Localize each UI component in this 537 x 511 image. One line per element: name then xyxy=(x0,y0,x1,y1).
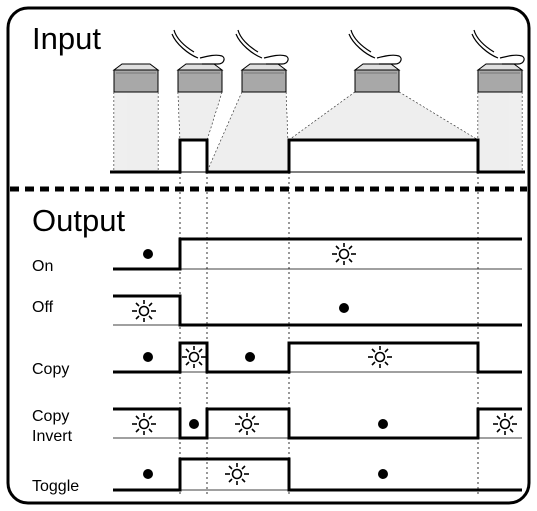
lamp-off-icon xyxy=(378,419,388,429)
lamp-off-icon xyxy=(189,419,199,429)
row-label-toggle: Toggle xyxy=(32,478,79,495)
input-signal xyxy=(110,138,525,174)
lamp-off-icon xyxy=(339,303,349,313)
pressing-finger-icon xyxy=(235,29,289,65)
lamp-on-icon xyxy=(492,412,518,436)
row-reference-lines xyxy=(113,268,522,491)
time-guides xyxy=(179,172,479,495)
lamp-on-icon xyxy=(131,412,157,436)
push-button-icon xyxy=(241,63,287,93)
signal-copy xyxy=(113,341,522,374)
row-label-off: Off xyxy=(32,299,54,316)
row-label-copy-invert-1: Copy xyxy=(32,408,69,425)
lamp-on-icon xyxy=(234,412,260,436)
lamp-on-icon xyxy=(367,345,393,369)
push-button-icon xyxy=(113,63,159,93)
lamp-off-icon xyxy=(378,469,388,479)
push-button-icon xyxy=(177,63,223,93)
signal-off xyxy=(113,294,522,327)
push-button-icon xyxy=(477,63,523,93)
outer-frame xyxy=(6,6,531,505)
signal-toggle xyxy=(113,457,522,492)
lamp-on-icon xyxy=(331,242,357,266)
output-title: Output xyxy=(32,203,125,238)
projection-shading xyxy=(114,92,522,172)
input-title: Input xyxy=(32,21,101,56)
lamp-on-icon xyxy=(131,299,157,323)
row-label-copy-invert-2: Invert xyxy=(32,428,73,445)
pressing-finger-icon xyxy=(348,29,402,65)
lamp-on-icon xyxy=(181,345,207,369)
signal-on xyxy=(113,237,522,271)
lamp-off-icon xyxy=(143,352,153,362)
lamp-off-icon xyxy=(245,352,255,362)
lamp-off-icon xyxy=(143,249,153,259)
row-label-on: On xyxy=(32,258,53,275)
row-label-copy: Copy xyxy=(32,361,69,378)
pressing-finger-icon xyxy=(471,29,525,65)
push-button-icon xyxy=(354,63,400,93)
signal-copy-invert xyxy=(113,407,522,440)
pressing-finger-icon xyxy=(171,29,225,65)
lamp-off-icon xyxy=(143,469,153,479)
lamp-on-icon xyxy=(224,462,250,486)
